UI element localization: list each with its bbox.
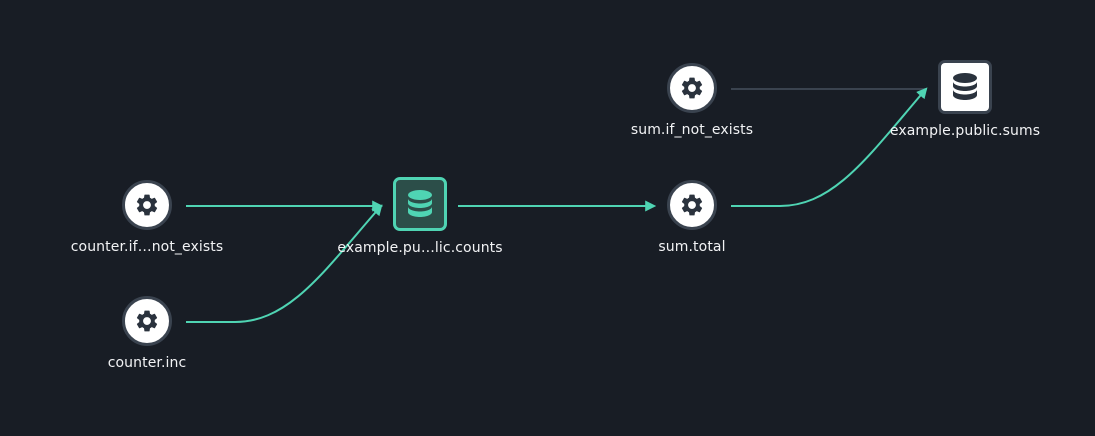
- node-sum-total[interactable]: sum.total: [612, 180, 772, 255]
- node-sum-if-not-exists[interactable]: sum.if_not_exists: [612, 63, 772, 138]
- node-label: example.pu…lic.counts: [337, 240, 503, 256]
- gear-icon: [136, 194, 158, 216]
- node-icon-circle: [122, 180, 172, 230]
- gear-icon: [681, 194, 703, 216]
- node-icon-circle: [667, 180, 717, 230]
- gear-icon: [681, 77, 703, 99]
- node-counter-if-not-exists[interactable]: counter.if…not_exists: [67, 180, 227, 255]
- node-icon-square: [393, 177, 447, 231]
- node-label: example.public.sums: [889, 123, 1041, 139]
- node-icon-circle: [667, 63, 717, 113]
- database-icon: [408, 190, 432, 217]
- gear-icon: [136, 310, 158, 332]
- node-counter-inc[interactable]: counter.inc: [67, 296, 227, 371]
- node-label: sum.total: [658, 239, 726, 255]
- node-icon-square: [938, 60, 992, 114]
- node-icon-circle: [122, 296, 172, 346]
- node-counts[interactable]: example.pu…lic.counts: [337, 177, 503, 256]
- node-label: counter.inc: [107, 355, 187, 371]
- node-sums[interactable]: example.public.sums: [885, 60, 1045, 139]
- node-label: sum.if_not_exists: [630, 122, 754, 138]
- node-label: counter.if…not_exists: [70, 239, 224, 255]
- database-icon: [953, 73, 977, 100]
